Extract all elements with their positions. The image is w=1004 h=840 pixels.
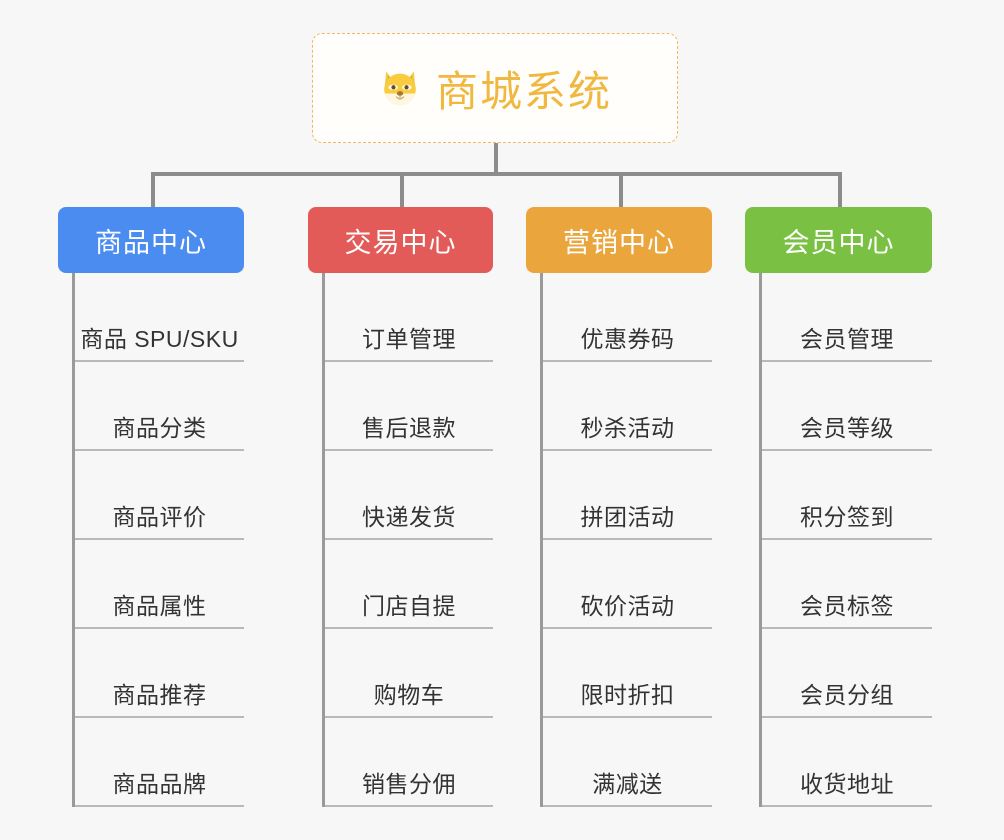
- leaf-item[interactable]: 门店自提: [325, 540, 493, 629]
- leaf-item-label: 门店自提: [362, 593, 456, 619]
- leaf-item-label: 拼团活动: [580, 504, 675, 530]
- leaf-item-label: 会员管理: [800, 326, 894, 352]
- category-header-4-label: 会员中心: [782, 227, 895, 258]
- category-column-1: 商品中心 商品 SPU/SKU 商品分类 商品评价 商品属性 商品推荐 商品品牌: [58, 207, 244, 807]
- leaf-item[interactable]: 砍价活动: [543, 540, 712, 629]
- leaf-item-label: 订单管理: [362, 326, 456, 352]
- leaf-item-label: 商品品牌: [112, 771, 207, 797]
- leaf-item[interactable]: 购物车: [325, 629, 493, 718]
- connector-horizontal-bus: [151, 172, 842, 176]
- leaf-item-label: 积分签到: [800, 504, 894, 530]
- leaf-item[interactable]: 会员分组: [762, 629, 932, 718]
- category-header-2-label: 交易中心: [344, 227, 457, 258]
- leaf-item[interactable]: 商品品牌: [75, 718, 244, 807]
- category-column-4: 会员中心 会员管理 会员等级 积分签到 会员标签 会员分组 收货地址: [745, 207, 932, 807]
- category-column-3: 营销中心 优惠券码 秒杀活动 拼团活动 砍价活动 限时折扣 满减送: [526, 207, 712, 807]
- leaf-item[interactable]: 会员等级: [762, 362, 932, 451]
- leaf-item[interactable]: 收货地址: [762, 718, 932, 807]
- leaf-item-label: 会员标签: [800, 593, 894, 619]
- category-header-3[interactable]: 营销中心: [526, 207, 712, 273]
- leaf-stack-3: 优惠券码 秒杀活动 拼团活动 砍价活动 限时折扣 满减送: [540, 273, 712, 807]
- leaf-item-label: 商品属性: [112, 593, 207, 619]
- connector-drop-4: [838, 172, 842, 208]
- leaf-item[interactable]: 商品 SPU/SKU: [75, 273, 244, 362]
- leaf-item[interactable]: 优惠券码: [543, 273, 712, 362]
- leaf-item[interactable]: 商品属性: [75, 540, 244, 629]
- leaf-item[interactable]: 快递发货: [325, 451, 493, 540]
- leaf-item-label: 售后退款: [362, 415, 456, 441]
- leaf-item-label: 会员分组: [800, 682, 894, 708]
- leaf-item-label: 商品 SPU/SKU: [80, 326, 239, 352]
- root-node[interactable]: 商城系统: [312, 33, 678, 143]
- connector-root-stem: [494, 143, 498, 174]
- leaf-item[interactable]: 商品评价: [75, 451, 244, 540]
- category-header-3-label: 营销中心: [563, 227, 675, 258]
- leaf-item-label: 商品推荐: [112, 682, 207, 708]
- dog-face-icon: [378, 66, 422, 110]
- leaf-item[interactable]: 销售分佣: [325, 718, 493, 807]
- leaf-item[interactable]: 积分签到: [762, 451, 932, 540]
- leaf-item-label: 销售分佣: [362, 771, 456, 797]
- leaf-item[interactable]: 售后退款: [325, 362, 493, 451]
- leaf-item[interactable]: 订单管理: [325, 273, 493, 362]
- leaf-item-label: 秒杀活动: [580, 415, 675, 441]
- leaf-stack-1: 商品 SPU/SKU 商品分类 商品评价 商品属性 商品推荐 商品品牌: [72, 273, 244, 807]
- category-header-4[interactable]: 会员中心: [745, 207, 932, 273]
- leaf-item[interactable]: 商品推荐: [75, 629, 244, 718]
- leaf-item-label: 优惠券码: [580, 326, 675, 352]
- leaf-item-label: 商品分类: [112, 415, 207, 441]
- leaf-item[interactable]: 会员标签: [762, 540, 932, 629]
- category-header-1-label: 商品中心: [95, 227, 207, 258]
- leaf-item[interactable]: 限时折扣: [543, 629, 712, 718]
- leaf-item-label: 砍价活动: [580, 593, 675, 619]
- leaf-item[interactable]: 满减送: [543, 718, 712, 807]
- leaf-item-label: 满减送: [592, 771, 663, 797]
- connector-drop-3: [619, 172, 623, 208]
- root-title: 商城系统: [435, 67, 612, 115]
- leaf-item[interactable]: 拼团活动: [543, 451, 712, 540]
- category-column-2: 交易中心 订单管理 售后退款 快递发货 门店自提 购物车 销售分佣: [308, 207, 493, 807]
- connector-drop-1: [151, 172, 155, 208]
- leaf-item[interactable]: 秒杀活动: [543, 362, 712, 451]
- leaf-stack-4: 会员管理 会员等级 积分签到 会员标签 会员分组 收货地址: [759, 273, 932, 807]
- leaf-item-label: 商品评价: [112, 504, 207, 530]
- connector-drop-2: [400, 172, 404, 208]
- leaf-item-label: 收货地址: [800, 771, 894, 797]
- leaf-item-label: 限时折扣: [580, 682, 675, 708]
- category-header-1[interactable]: 商品中心: [58, 207, 244, 273]
- leaf-stack-2: 订单管理 售后退款 快递发货 门店自提 购物车 销售分佣: [322, 273, 493, 807]
- category-header-2[interactable]: 交易中心: [308, 207, 493, 273]
- leaf-item-label: 购物车: [373, 682, 445, 708]
- leaf-item[interactable]: 商品分类: [75, 362, 244, 451]
- leaf-item-label: 会员等级: [800, 415, 894, 441]
- leaf-item-label: 快递发货: [362, 504, 456, 530]
- leaf-item[interactable]: 会员管理: [762, 273, 932, 362]
